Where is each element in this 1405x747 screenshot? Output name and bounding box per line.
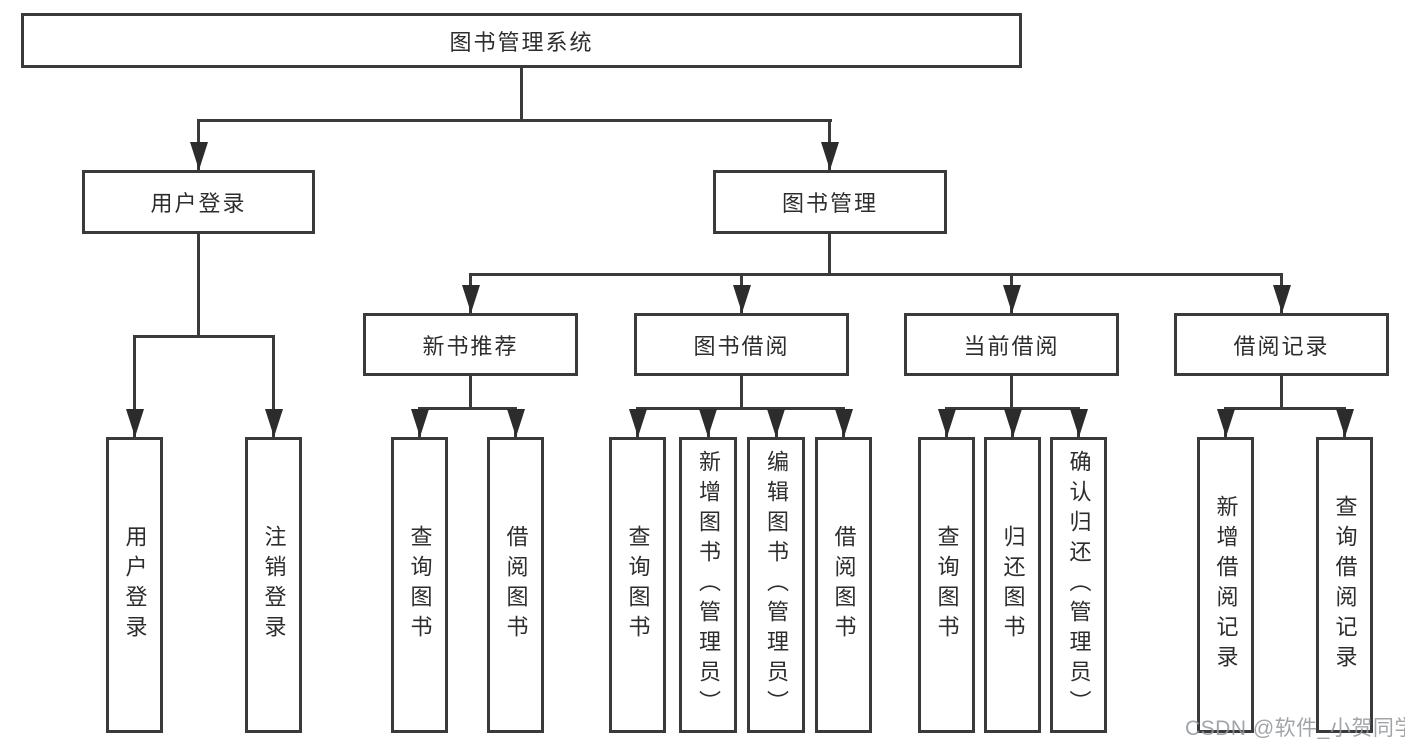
arrowhead-down bbox=[264, 409, 283, 437]
csdn-watermark: CSDN @软件_小贺同学 bbox=[1185, 717, 1405, 740]
arrowhead-down bbox=[1216, 409, 1235, 437]
node-label: 借阅记录 bbox=[1233, 333, 1330, 359]
leaf-logout: 注销登录 bbox=[245, 437, 302, 733]
leaf-edit-book-admin: 编辑图书（管理员） bbox=[747, 437, 805, 733]
arrowhead-down bbox=[732, 285, 751, 313]
arrowhead-down bbox=[1272, 285, 1291, 313]
arrowhead-down bbox=[628, 409, 647, 437]
connector-vline bbox=[272, 335, 275, 437]
connector-vline bbox=[520, 68, 523, 120]
node-label: 新增借阅记录 bbox=[1213, 495, 1239, 675]
connector-vline bbox=[1010, 376, 1013, 407]
node-label: 查询借阅记录 bbox=[1332, 495, 1358, 675]
arrowhead-down bbox=[410, 409, 429, 437]
connector-vline bbox=[197, 234, 200, 335]
connector-vline bbox=[133, 335, 136, 437]
node-user-login: 用户登录 bbox=[82, 170, 315, 234]
connector-vline bbox=[1280, 376, 1283, 407]
connector-vline bbox=[828, 234, 831, 273]
connector-hline bbox=[133, 335, 275, 338]
arrowhead-down bbox=[125, 409, 144, 437]
node-library-system: 图书管理系统 bbox=[21, 13, 1022, 68]
arrowhead-down bbox=[937, 409, 956, 437]
node-label: 图书借阅 bbox=[693, 333, 790, 359]
connector-hline bbox=[1224, 407, 1346, 410]
arrowhead-down bbox=[834, 409, 853, 437]
node-borrow-records: 借阅记录 bbox=[1174, 313, 1389, 376]
connector-vline bbox=[740, 376, 743, 407]
node-label: 借阅图书 bbox=[503, 525, 529, 645]
leaf-query-books: 查询图书 bbox=[918, 437, 975, 733]
connector-vline bbox=[469, 376, 472, 407]
connector-hline bbox=[418, 407, 517, 410]
connector-hline bbox=[197, 119, 832, 122]
node-book-management: 图书管理 bbox=[713, 170, 947, 234]
leaf-query-borrow-record: 查询借阅记录 bbox=[1316, 437, 1373, 733]
arrowhead-down bbox=[1335, 409, 1354, 437]
leaf-add-book-admin: 新增图书（管理员） bbox=[679, 437, 737, 733]
node-label: 查询图书 bbox=[934, 525, 960, 645]
connector-hline bbox=[469, 273, 1283, 276]
node-label: 图书管理系统 bbox=[449, 29, 594, 55]
node-book-borrowing: 图书借阅 bbox=[634, 313, 849, 376]
node-label: 查询图书 bbox=[625, 525, 651, 645]
node-new-book-recommend: 新书推荐 bbox=[363, 313, 578, 376]
arrowhead-down bbox=[189, 142, 208, 170]
leaf-confirm-return-admin: 确认归还（管理员） bbox=[1050, 437, 1107, 733]
node-label: 用户登录 bbox=[150, 191, 247, 216]
leaf-borrow-books: 借阅图书 bbox=[487, 437, 544, 733]
leaf-query-books: 查询图书 bbox=[609, 437, 666, 733]
arrowhead-down bbox=[461, 285, 480, 313]
leaf-add-borrow-record: 新增借阅记录 bbox=[1197, 437, 1254, 733]
node-label: 用户登录 bbox=[122, 525, 148, 645]
arrowhead-down bbox=[821, 142, 839, 170]
arrowhead-down bbox=[1069, 409, 1088, 437]
node-label: 新书推荐 bbox=[422, 333, 519, 359]
node-label: 注销登录 bbox=[261, 525, 287, 645]
leaf-user-login: 用户登录 bbox=[106, 437, 163, 733]
arrowhead-down bbox=[767, 409, 785, 437]
node-label: 查询图书 bbox=[407, 525, 433, 645]
node-label: 图书管理 bbox=[781, 191, 878, 216]
connector-hline bbox=[636, 407, 845, 410]
node-label: 新增图书（管理员） bbox=[696, 450, 721, 720]
node-label: 当前借阅 bbox=[963, 333, 1060, 359]
node-label: 借阅图书 bbox=[831, 525, 857, 645]
arrowhead-down bbox=[699, 409, 717, 437]
node-label: 编辑图书（管理员） bbox=[764, 450, 789, 720]
leaf-query-books: 查询图书 bbox=[391, 437, 448, 733]
arrowhead-down bbox=[1003, 409, 1022, 437]
arrowhead-down bbox=[1002, 285, 1021, 313]
node-label: 归还图书 bbox=[1000, 525, 1026, 645]
node-label: 确认归还（管理员） bbox=[1066, 450, 1092, 720]
leaf-borrow-books: 借阅图书 bbox=[815, 437, 872, 733]
node-current-borrowing: 当前借阅 bbox=[904, 313, 1119, 376]
arrowhead-down bbox=[506, 409, 525, 437]
leaf-return-books: 归还图书 bbox=[984, 437, 1041, 733]
